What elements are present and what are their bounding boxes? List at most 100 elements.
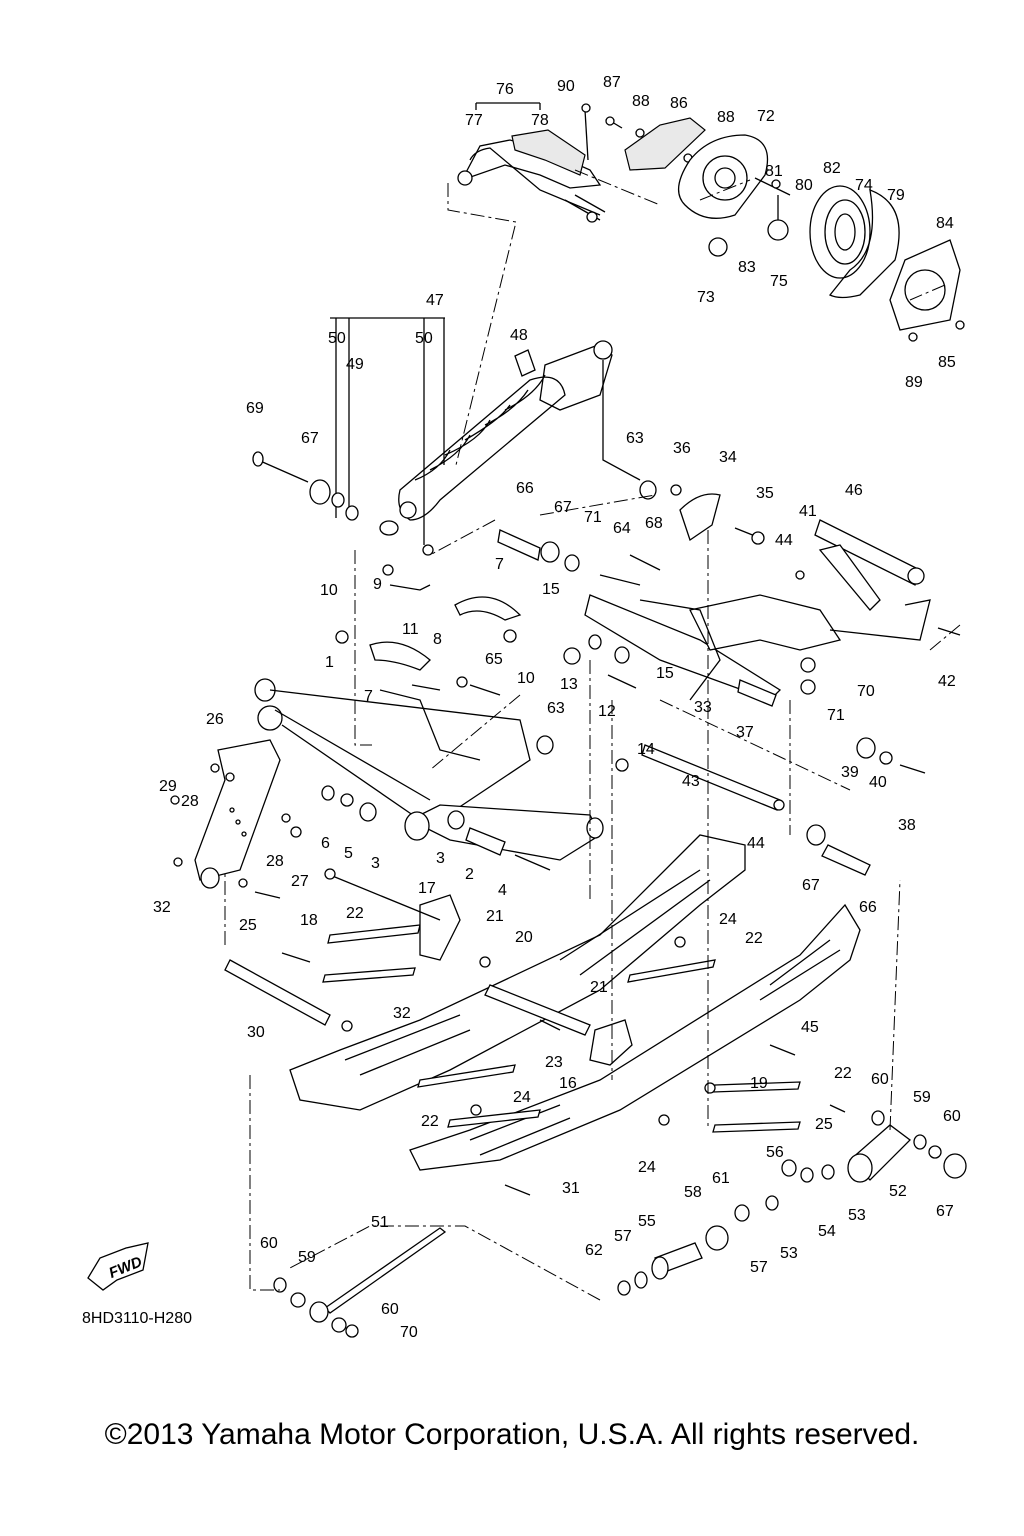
bolt-bushings-drawing [252,451,434,556]
callout-28-lower: 28 [266,853,284,870]
callout-88-upper: 88 [632,93,650,110]
callout-22-upper-left: 22 [346,905,364,922]
callout-85: 85 [938,354,956,371]
callout-80: 80 [795,177,813,194]
callout-64: 64 [613,520,631,537]
callout-49: 49 [346,356,364,373]
callout-59-right: 59 [913,1089,931,1106]
callout-46: 46 [845,482,863,499]
callout-82: 82 [823,160,841,177]
slide-rails-drawing [224,834,861,1196]
callout-70-upper: 70 [857,683,875,700]
callout-68: 68 [645,515,663,532]
callout-58: 58 [684,1184,702,1201]
callout-10-upper: 10 [320,582,338,599]
callout-50-left: 50 [328,330,346,347]
callout-13: 13 [560,676,578,693]
callout-50-right: 50 [415,330,433,347]
callout-87: 87 [603,74,621,91]
callout-26: 26 [206,711,224,728]
callout-28-upper: 28 [181,793,199,810]
copyright-notice: ©2013 Yamaha Motor Corporation, U.S.A. A… [104,1418,920,1451]
shock-absorber-drawing [330,317,641,545]
callout-86: 86 [670,95,688,112]
right-rods-drawing [641,737,926,876]
fwd-arrow-icon: FWD [87,1242,149,1291]
callout-53-left: 53 [780,1245,798,1262]
callout-57-left: 57 [614,1228,632,1245]
callout-78: 78 [531,112,549,129]
callout-45: 45 [801,1019,819,1036]
callout-79: 79 [887,187,905,204]
gear-housing-drawing [605,116,965,342]
assembly-dash-lines [224,169,961,1301]
parts-artwork: FWD [87,102,967,1338]
callout-42: 42 [938,673,956,690]
callout-32-lower: 32 [393,1005,411,1022]
callout-63-upper: 63 [626,430,644,447]
callout-21-lower: 21 [590,979,608,996]
callout-59-left: 59 [298,1249,316,1266]
callout-25-lower: 25 [815,1116,833,1133]
callout-67-upper: 67 [301,430,319,447]
callout-44-lower: 44 [747,835,765,852]
callout-44-upper: 44 [775,532,793,549]
callout-65: 65 [485,651,503,668]
callout-2: 2 [465,866,474,883]
callout-71-upper: 71 [584,509,602,526]
callout-3-right: 3 [436,850,445,867]
callout-77: 77 [465,112,483,129]
callout-22-lower-left: 22 [421,1113,439,1130]
callout-31: 31 [562,1180,580,1197]
callout-18: 18 [300,912,318,929]
callout-60-right-upper: 60 [871,1071,889,1088]
callout-76: 76 [496,81,514,98]
callout-15-lower: 15 [656,665,674,682]
callout-30: 30 [247,1024,265,1041]
callout-22-upper-right: 22 [745,930,763,947]
callout-22-lower-right: 22 [834,1065,852,1082]
callout-1: 1 [325,654,334,671]
callout-5: 5 [344,845,353,862]
callout-67-mid: 67 [554,499,572,516]
callout-11: 11 [402,621,419,638]
callout-4: 4 [498,882,507,899]
callout-27: 27 [291,873,309,890]
callout-25-upper: 25 [239,917,257,934]
front-arm-drawing [254,564,637,861]
callout-8: 8 [433,631,442,648]
callout-40: 40 [869,774,887,791]
callout-35: 35 [756,485,774,502]
callout-73: 73 [697,289,715,306]
diagram-code: 8HD3110-H280 [82,1310,192,1327]
callout-66-right: 66 [859,899,877,916]
callout-51: 51 [371,1214,389,1231]
callout-21-upper: 21 [486,908,504,925]
callout-63-lower: 63 [547,700,565,717]
callout-67-bottom: 67 [936,1203,954,1220]
callout-20: 20 [515,929,533,946]
front-bushings-drawing [321,785,551,871]
rear-axle-drawing [273,1110,967,1338]
callout-52: 52 [889,1183,907,1200]
callout-56: 56 [766,1144,784,1161]
callout-57-right: 57 [750,1259,768,1276]
callout-55: 55 [638,1213,656,1230]
callout-17: 17 [418,880,436,897]
callout-67-right: 67 [802,877,820,894]
sensor-assembly-drawing [457,102,606,223]
callout-53-right: 53 [848,1207,866,1224]
callout-12: 12 [598,703,616,720]
callout-15-upper: 15 [542,581,560,598]
callout-60-left-lower: 60 [381,1301,399,1318]
callout-29: 29 [159,778,177,795]
callout-6: 6 [321,835,330,852]
callout-62: 62 [585,1242,603,1259]
callout-75: 75 [770,273,788,290]
callout-74: 74 [855,177,873,194]
callout-72: 72 [757,108,775,125]
callout-34: 34 [719,449,737,466]
callout-84: 84 [936,215,954,232]
callout-33: 33 [694,699,712,716]
